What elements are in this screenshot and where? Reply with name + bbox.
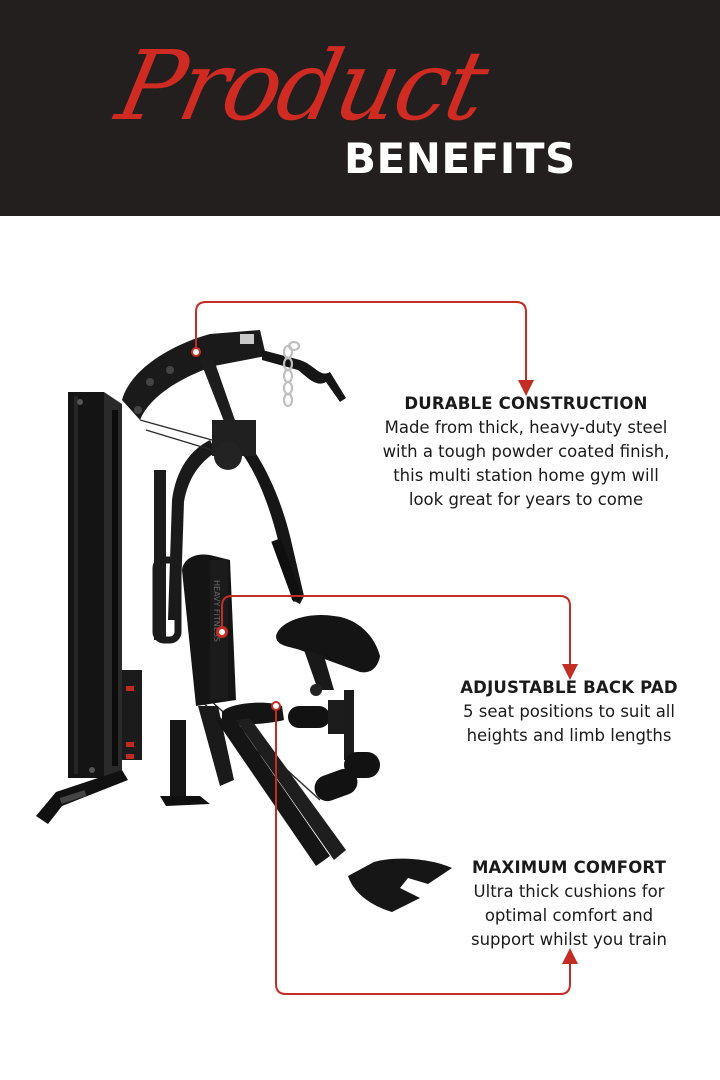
benefit-line: optimal comfort and	[484, 906, 654, 925]
benefit-line: this multi station home gym will	[393, 466, 659, 485]
benefit-title: DURABLE CONSTRUCTION	[404, 394, 648, 413]
benefit-description: Ultra thick cushions for optimal comfort…	[404, 880, 720, 952]
benefit-line: support whilst you train	[471, 930, 667, 949]
svg-text:HEAVY FITNESS: HEAVY FITNESS	[212, 580, 221, 642]
sub-title: BENEFITS	[344, 134, 576, 183]
benefit-line: look great for years to come	[408, 490, 644, 509]
benefit-title: MAXIMUM COMFORT	[471, 858, 667, 877]
benefit-description: 5 seat positions to suit all heights and…	[404, 700, 720, 748]
benefit-adjustable-back-pad: ADJUSTABLE BACK PAD 5 seat positions to …	[404, 676, 720, 748]
benefit-durable-construction: DURABLE CONSTRUCTION Made from thick, he…	[361, 392, 691, 512]
benefit-line: heights and limb lengths	[466, 726, 672, 745]
benefit-line: Ultra thick cushions for	[473, 882, 665, 901]
benefit-line: with a tough powder coated finish,	[382, 442, 670, 461]
header-banner: Product BENEFITS	[0, 0, 720, 216]
benefit-description: Made from thick, heavy-duty steel with a…	[361, 416, 691, 512]
home-gym-image: HEAVY FITNESS	[36, 330, 452, 912]
benefit-line: Made from thick, heavy-duty steel	[384, 418, 668, 437]
benefit-maximum-comfort: MAXIMUM COMFORT Ultra thick cushions for…	[404, 856, 720, 952]
benefit-line: 5 seat positions to suit all	[463, 702, 675, 721]
benefit-title: ADJUSTABLE BACK PAD	[460, 678, 678, 697]
